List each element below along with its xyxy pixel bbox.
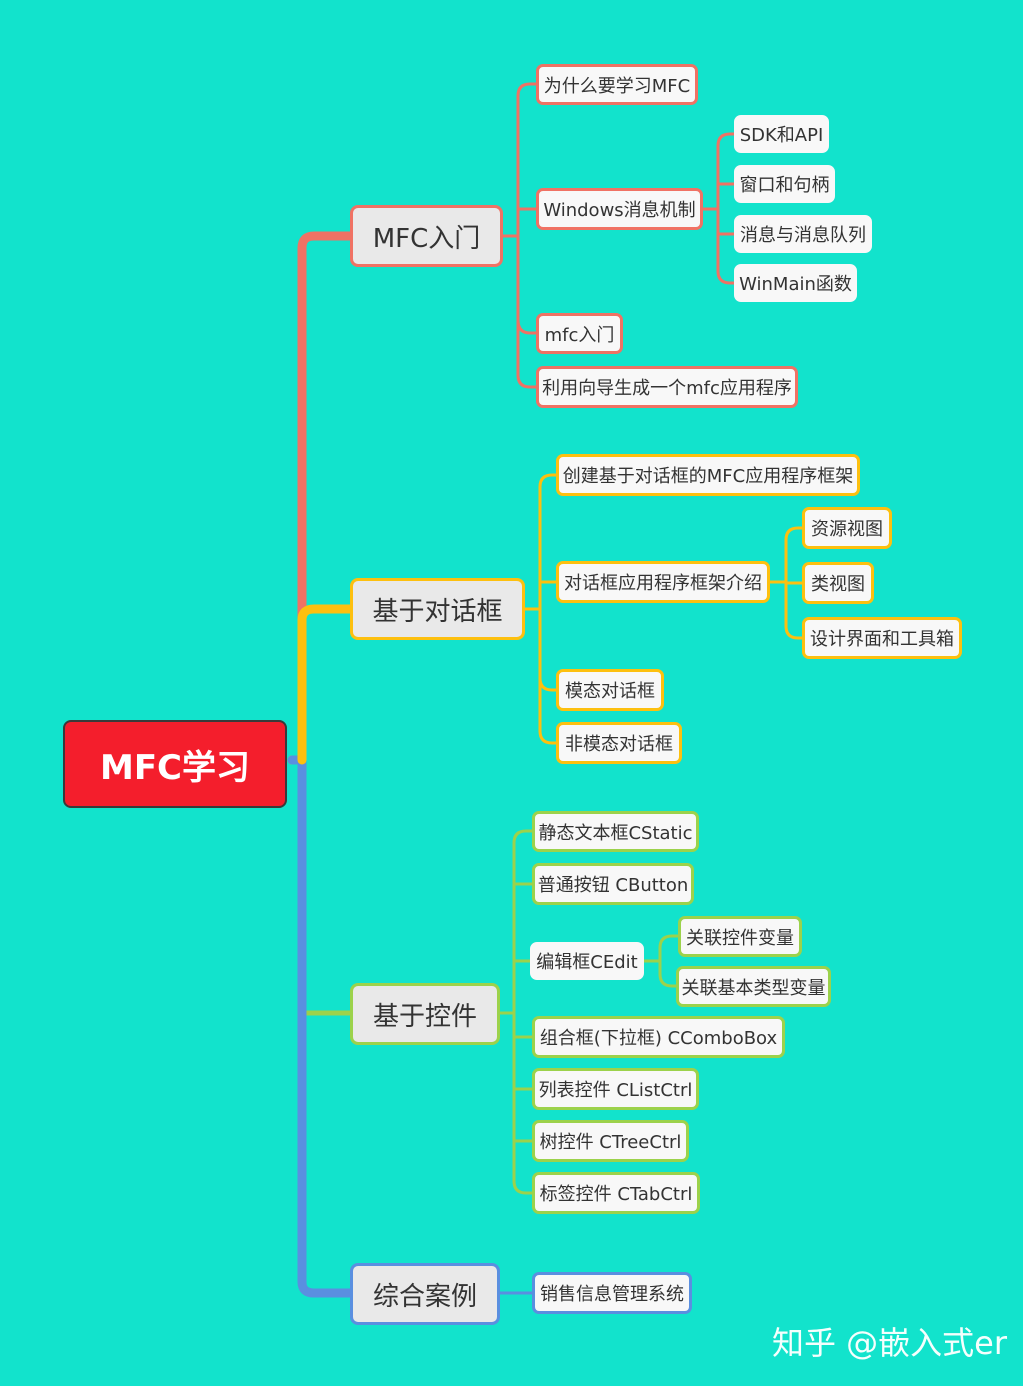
node-resource-view[interactable]: 资源视图 <box>802 507 892 549</box>
node-cedit[interactable]: 编辑框CEdit <box>530 942 644 980</box>
node-bind-basic-var[interactable]: 关联基本类型变量 <box>676 966 831 1007</box>
branch-dialog-based[interactable]: 基于对话框 <box>350 578 525 640</box>
node-windows-messages[interactable]: Windows消息机制 <box>536 188 703 230</box>
node-window-handle[interactable]: 窗口和句柄 <box>734 165 835 203</box>
node-create-dialog-framework[interactable]: 创建基于对话框的MFC应用程序框架 <box>556 454 860 496</box>
node-ctreectrl[interactable]: 树控件 CTreeCtrl <box>532 1120 689 1162</box>
watermark-text: 知乎 @嵌入式er <box>772 1324 1008 1362</box>
node-ccombobox[interactable]: 组合框(下拉框) CComboBox <box>532 1016 785 1058</box>
node-modeless-dialog[interactable]: 非模态对话框 <box>556 722 682 764</box>
branch-case-studies[interactable]: 综合案例 <box>350 1263 500 1325</box>
node-cstatic[interactable]: 静态文本框CStatic <box>532 811 699 852</box>
node-ctabctrl[interactable]: 标签控件 CTabCtrl <box>532 1172 700 1214</box>
node-wizard-app[interactable]: 利用向导生成一个mfc应用程序 <box>536 366 798 408</box>
node-modal-dialog[interactable]: 模态对话框 <box>556 669 664 711</box>
node-sdk-api[interactable]: SDK和API <box>734 115 829 153</box>
node-message-queue[interactable]: 消息与消息队列 <box>734 215 872 253</box>
node-winmain[interactable]: WinMain函数 <box>734 264 857 302</box>
branch-line-cases <box>287 755 357 1298</box>
node-dialog-framework-intro[interactable]: 对话框应用程序框架介绍 <box>556 561 770 603</box>
node-bind-control-var[interactable]: 关联控件变量 <box>678 916 802 957</box>
node-sales-system[interactable]: 销售信息管理系统 <box>532 1272 692 1314</box>
node-why-learn-mfc[interactable]: 为什么要学习MFC <box>536 64 698 105</box>
root-node[interactable]: MFC学习 <box>63 720 287 808</box>
branch-mfc-intro[interactable]: MFC入门 <box>350 205 503 267</box>
node-clistctrl[interactable]: 列表控件 CListCtrl <box>532 1068 699 1110</box>
node-class-view[interactable]: 类视图 <box>802 562 874 604</box>
branch-control-based[interactable]: 基于控件 <box>350 983 500 1045</box>
node-cbutton[interactable]: 普通按钮 CButton <box>532 863 694 905</box>
node-design-toolbox[interactable]: 设计界面和工具箱 <box>802 617 962 659</box>
branch-line-intro <box>287 231 357 765</box>
node-mfc-intro[interactable]: mfc入门 <box>536 313 623 354</box>
